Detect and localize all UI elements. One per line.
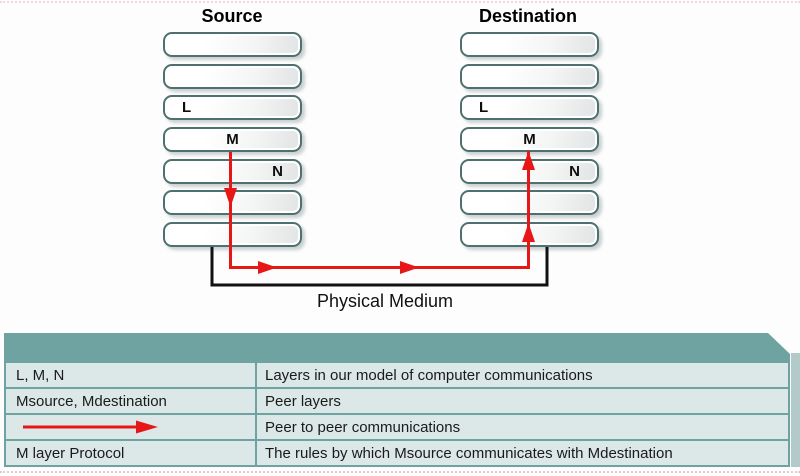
source-layer-7 [163, 222, 302, 248]
legend-description: Layers in our model of computer communic… [265, 366, 593, 384]
legend-row-peer-communications: Peer to peer communications [6, 413, 788, 439]
legend-table-body: L, M, N Layers in our model of computer … [4, 363, 790, 467]
source-layer-2 [163, 63, 302, 89]
source-layer-M: M [163, 127, 302, 153]
destination-layer-7 [460, 222, 599, 248]
source-layer-6 [163, 190, 302, 216]
legend-term: Msource, Mdestination [6, 393, 255, 410]
legend-description: The rules by which Msource communicates … [265, 444, 673, 462]
legend-term: L, M, N [6, 367, 255, 384]
physical-medium-connector-line [210, 247, 549, 287]
legend-term-text: M layer Protocol [16, 444, 125, 462]
destination-layer-6 [460, 190, 599, 216]
red-right-arrow-icon [400, 261, 419, 274]
column-divider [255, 441, 257, 465]
destination-layer-M: M [460, 127, 599, 153]
column-divider [255, 363, 257, 387]
legend-row-layers: L, M, N Layers in our model of computer … [6, 363, 788, 387]
layer-label: M [226, 131, 239, 149]
source-layer-L: L [163, 95, 302, 121]
legend-description: Peer to peer communications [265, 418, 461, 436]
source-layer-1 [163, 32, 302, 57]
legend-table: L, M, N Layers in our model of computer … [4, 333, 800, 473]
destination-layer-2 [460, 63, 599, 89]
destination-layer-stack: L M N [460, 32, 599, 248]
layer-label: M [523, 131, 536, 149]
layer-label: N [569, 162, 580, 180]
legend-table-header-band [4, 333, 790, 363]
legend-description: Peer layers [265, 392, 341, 410]
source-layer-N: N [163, 158, 302, 184]
legend-table-3d-edge [791, 353, 800, 467]
source-title: Source [201, 6, 263, 26]
red-right-arrow-icon [23, 420, 158, 434]
column-divider [255, 415, 257, 439]
red-right-arrow-icon [258, 261, 277, 274]
legend-term: M layer Protocol [6, 445, 255, 462]
layer-label: N [272, 162, 283, 180]
legend-term-text: L, M, N [16, 366, 65, 384]
source-layer-stack: L M N [163, 32, 302, 248]
layer-label: L [182, 99, 192, 117]
destination-title: Destination [478, 6, 577, 26]
layer-label: L [479, 99, 489, 117]
legend-row-peer-layers: Msource, Mdestination Peer layers [6, 387, 788, 413]
legend-term [6, 420, 255, 434]
legend-row-m-layer-protocol: M layer Protocol The rules by which Msou… [6, 439, 788, 465]
legend-term-text: Msource, Mdestination [16, 392, 167, 410]
physical-medium-label: Physical Medium [316, 291, 454, 311]
destination-layer-L: L [460, 95, 599, 121]
column-divider [255, 389, 257, 413]
destination-layer-N: N [460, 158, 599, 184]
destination-layer-1 [460, 32, 599, 57]
